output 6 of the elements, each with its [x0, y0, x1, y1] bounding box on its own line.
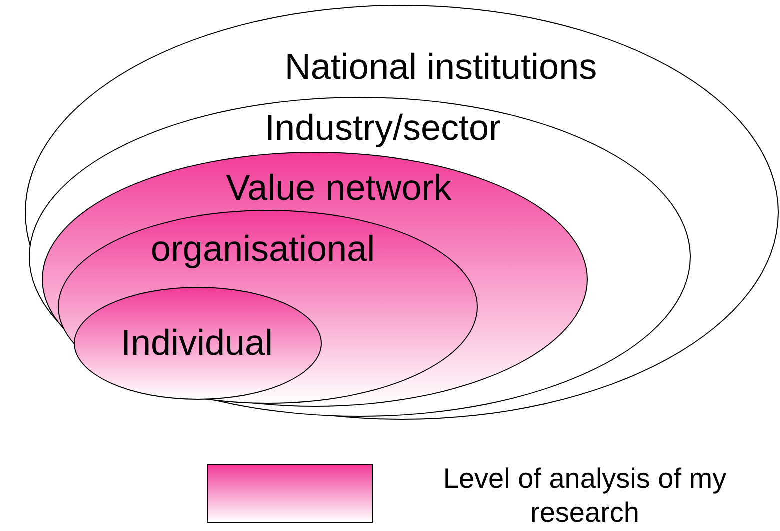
level-label: organisational: [150, 228, 376, 270]
level-label: Value network: [226, 167, 452, 209]
legend-text: Level of analysis of my research: [442, 462, 728, 530]
level-label: Individual: [120, 322, 274, 364]
level-label: National institutions: [284, 46, 598, 88]
level-label: Industry/sector: [264, 107, 502, 149]
